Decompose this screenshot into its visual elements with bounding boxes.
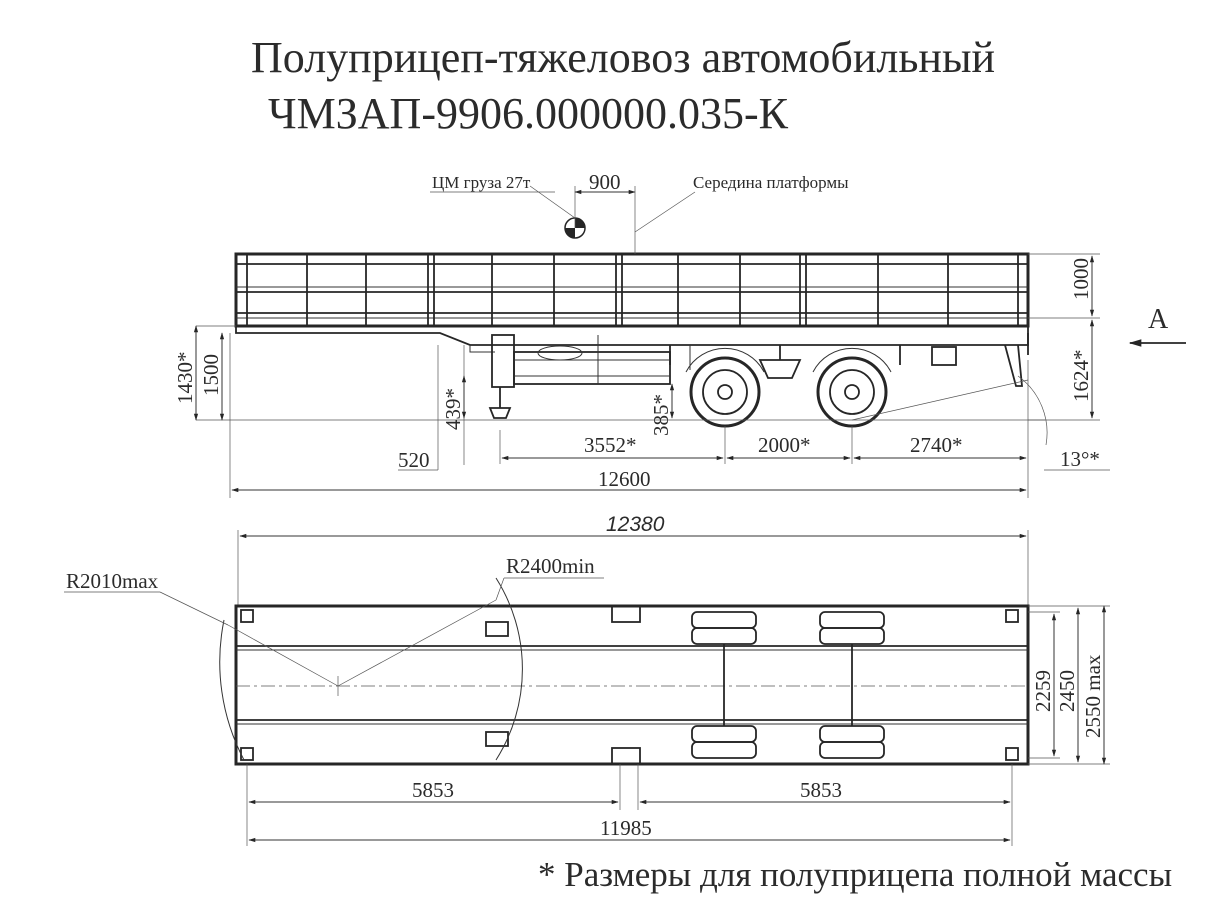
dim-2000: 2000* — [758, 433, 811, 457]
dim-2740: 2740* — [910, 433, 963, 457]
dim-520: 520 — [398, 448, 430, 472]
dim-2450: 2450 — [1055, 670, 1079, 712]
footnote: * Размеры для полуприцепа полной массы — [538, 855, 1173, 894]
dim-11985: 11985 — [600, 816, 652, 840]
dim-385: 385* — [649, 394, 673, 436]
dim-1500: 1500 — [199, 354, 223, 396]
dim-2259: 2259 — [1031, 670, 1055, 712]
cg-label: ЦМ груза 27т — [432, 173, 531, 192]
dim-12600: 12600 — [598, 467, 651, 491]
radius-r2400: R2400min — [506, 554, 595, 578]
title-line-1: Полуприцеп-тяжеловоз автомобильный — [251, 33, 996, 82]
view-a-letter: А — [1148, 304, 1169, 335]
dim-5853-right: 5853 — [800, 778, 842, 802]
radius-r2010: R2010max — [66, 569, 159, 593]
axle-group — [691, 611, 885, 759]
deck-outline — [234, 604, 1030, 766]
wheel-front — [685, 347, 765, 428]
dim-439: 439* — [441, 388, 465, 430]
side-view: ЦМ груза 27т 900 Середина платформы 1000… — [173, 170, 1186, 498]
dim-1430: 1430* — [173, 352, 197, 405]
dim-1000: 1000 — [1069, 258, 1093, 300]
chassis-frame — [235, 326, 1029, 419]
dim-angle: 13°* — [1060, 447, 1100, 471]
top-view: 12380 — [64, 513, 1110, 846]
title-line-2: ЧМЗАП-9906.000000.035-К — [268, 89, 788, 138]
dim-5853-left: 5853 — [412, 778, 454, 802]
cg-marker-icon — [529, 185, 586, 239]
dim-3552: 3552* — [584, 433, 637, 457]
dim-12380: 12380 — [606, 513, 665, 536]
dim-2550: 2550 max — [1081, 654, 1105, 738]
cg-offset-dim: 900 — [589, 170, 621, 194]
platform-middle-label: Середина платформы — [693, 173, 849, 192]
platform-sideboard — [234, 252, 1030, 328]
wheel-rear — [812, 347, 892, 428]
dim-1624: 1624* — [1069, 350, 1093, 403]
